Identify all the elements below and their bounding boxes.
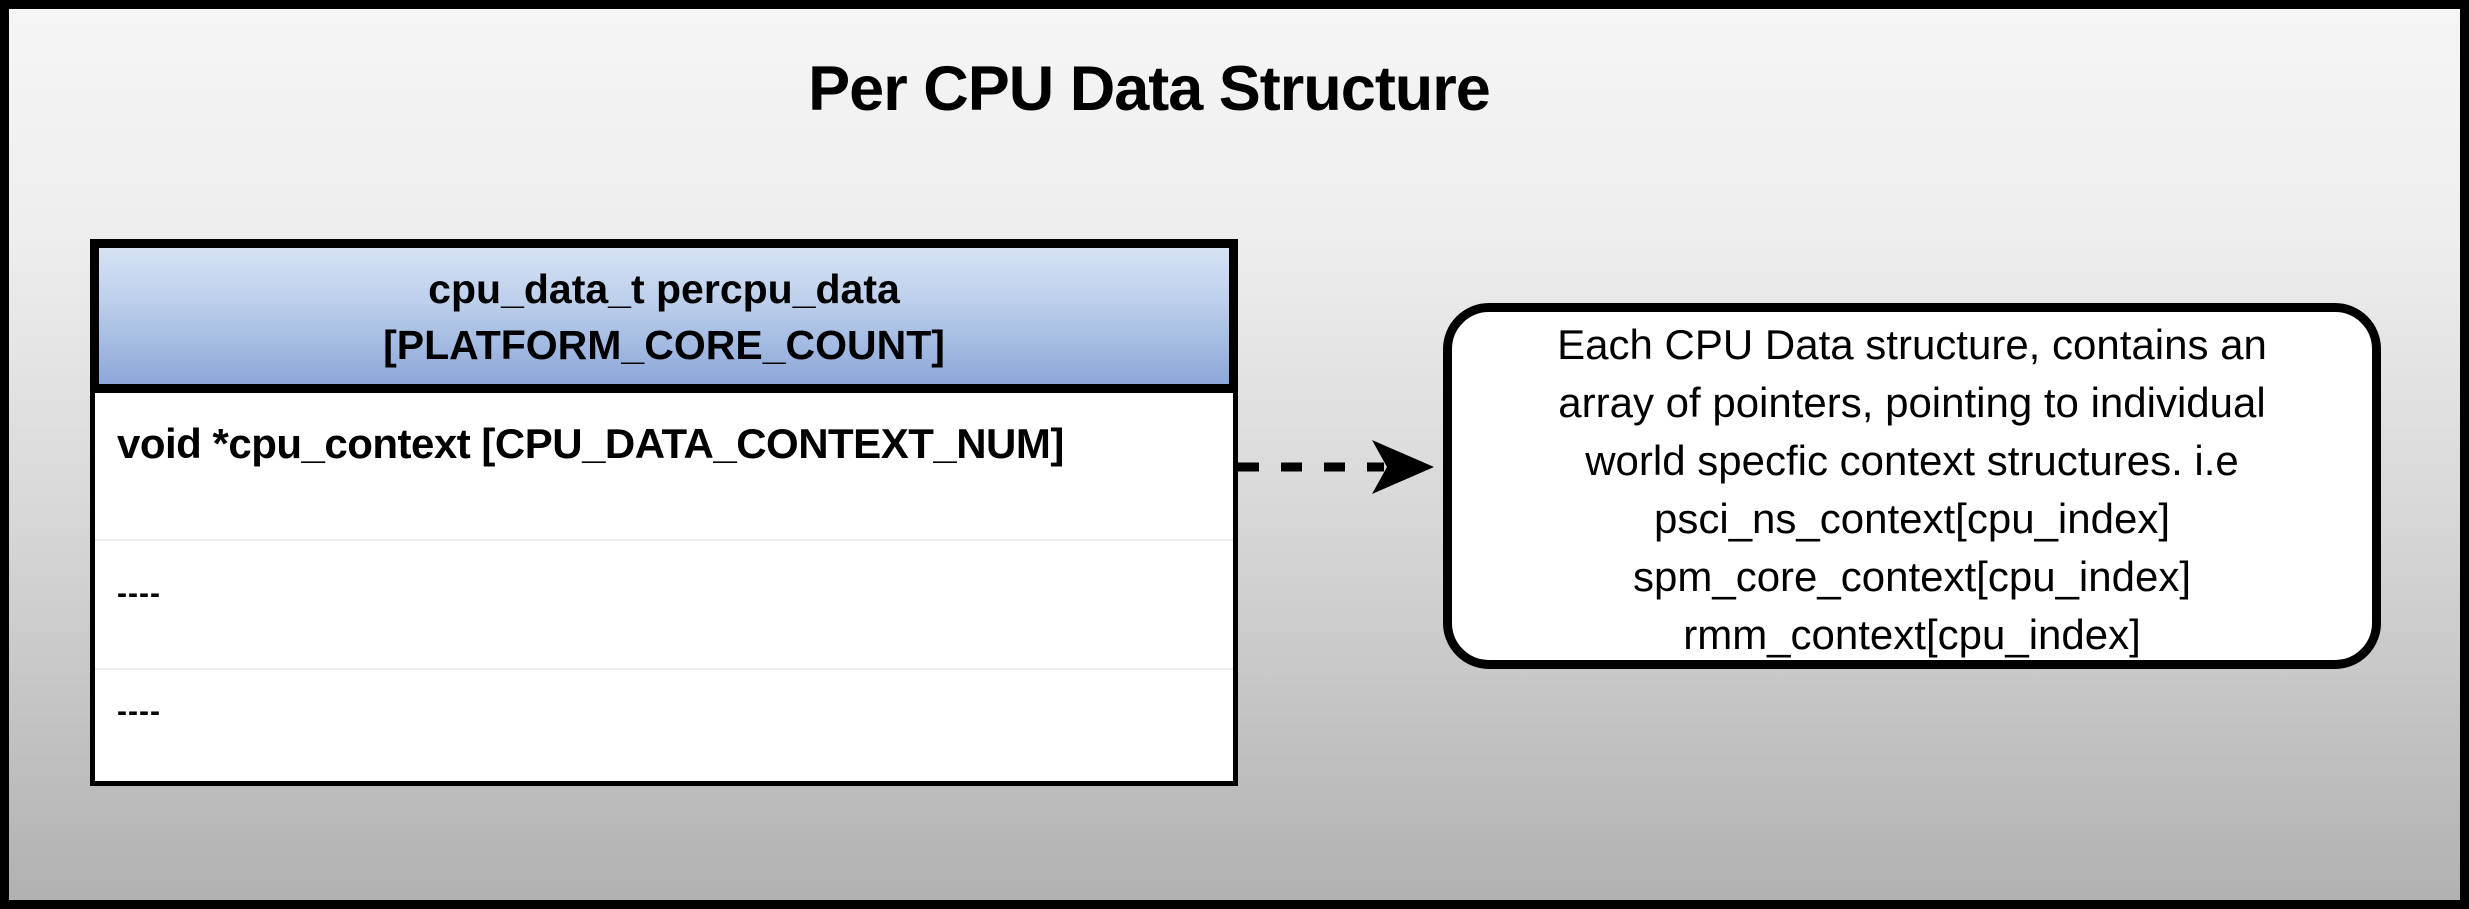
table-row-placeholder-1: ---- [95, 539, 1233, 668]
table-row-placeholder-2: ---- [95, 668, 1233, 781]
table-header: cpu_data_t percpu_data [PLATFORM_CORE_CO… [90, 239, 1238, 393]
note-box: Each CPU Data structure, contains an arr… [1443, 303, 2381, 669]
table-row-label: ---- [117, 695, 161, 728]
table-header-line1: cpu_data_t percpu_data [428, 266, 900, 312]
table-row-cpu-context: void *cpu_context [CPU_DATA_CONTEXT_NUM] [95, 393, 1233, 539]
note-line-4: psci_ns_context[cpu_index] [1654, 495, 2170, 542]
note-line-5: spm_core_context[cpu_index] [1633, 553, 2191, 600]
note-line-1: Each CPU Data structure, contains an [1557, 321, 2267, 368]
table-row-label: ---- [117, 577, 161, 610]
note-line-2: array of pointers, pointing to individua… [1558, 379, 2266, 426]
dashed-right-arrow-icon [1238, 440, 1434, 494]
table-body: void *cpu_context [CPU_DATA_CONTEXT_NUM]… [90, 393, 1238, 786]
table-header-line2: [PLATFORM_CORE_COUNT] [383, 322, 945, 368]
percpu-data-table: cpu_data_t percpu_data [PLATFORM_CORE_CO… [90, 239, 1238, 786]
note-line-6: rmm_context[cpu_index] [1683, 611, 2141, 658]
page-title: Per CPU Data Structure [808, 54, 1491, 124]
table-row-label: void *cpu_context [CPU_DATA_CONTEXT_NUM] [117, 420, 1064, 467]
note-line-3: world specfic context structures. i.e [1585, 437, 2239, 484]
